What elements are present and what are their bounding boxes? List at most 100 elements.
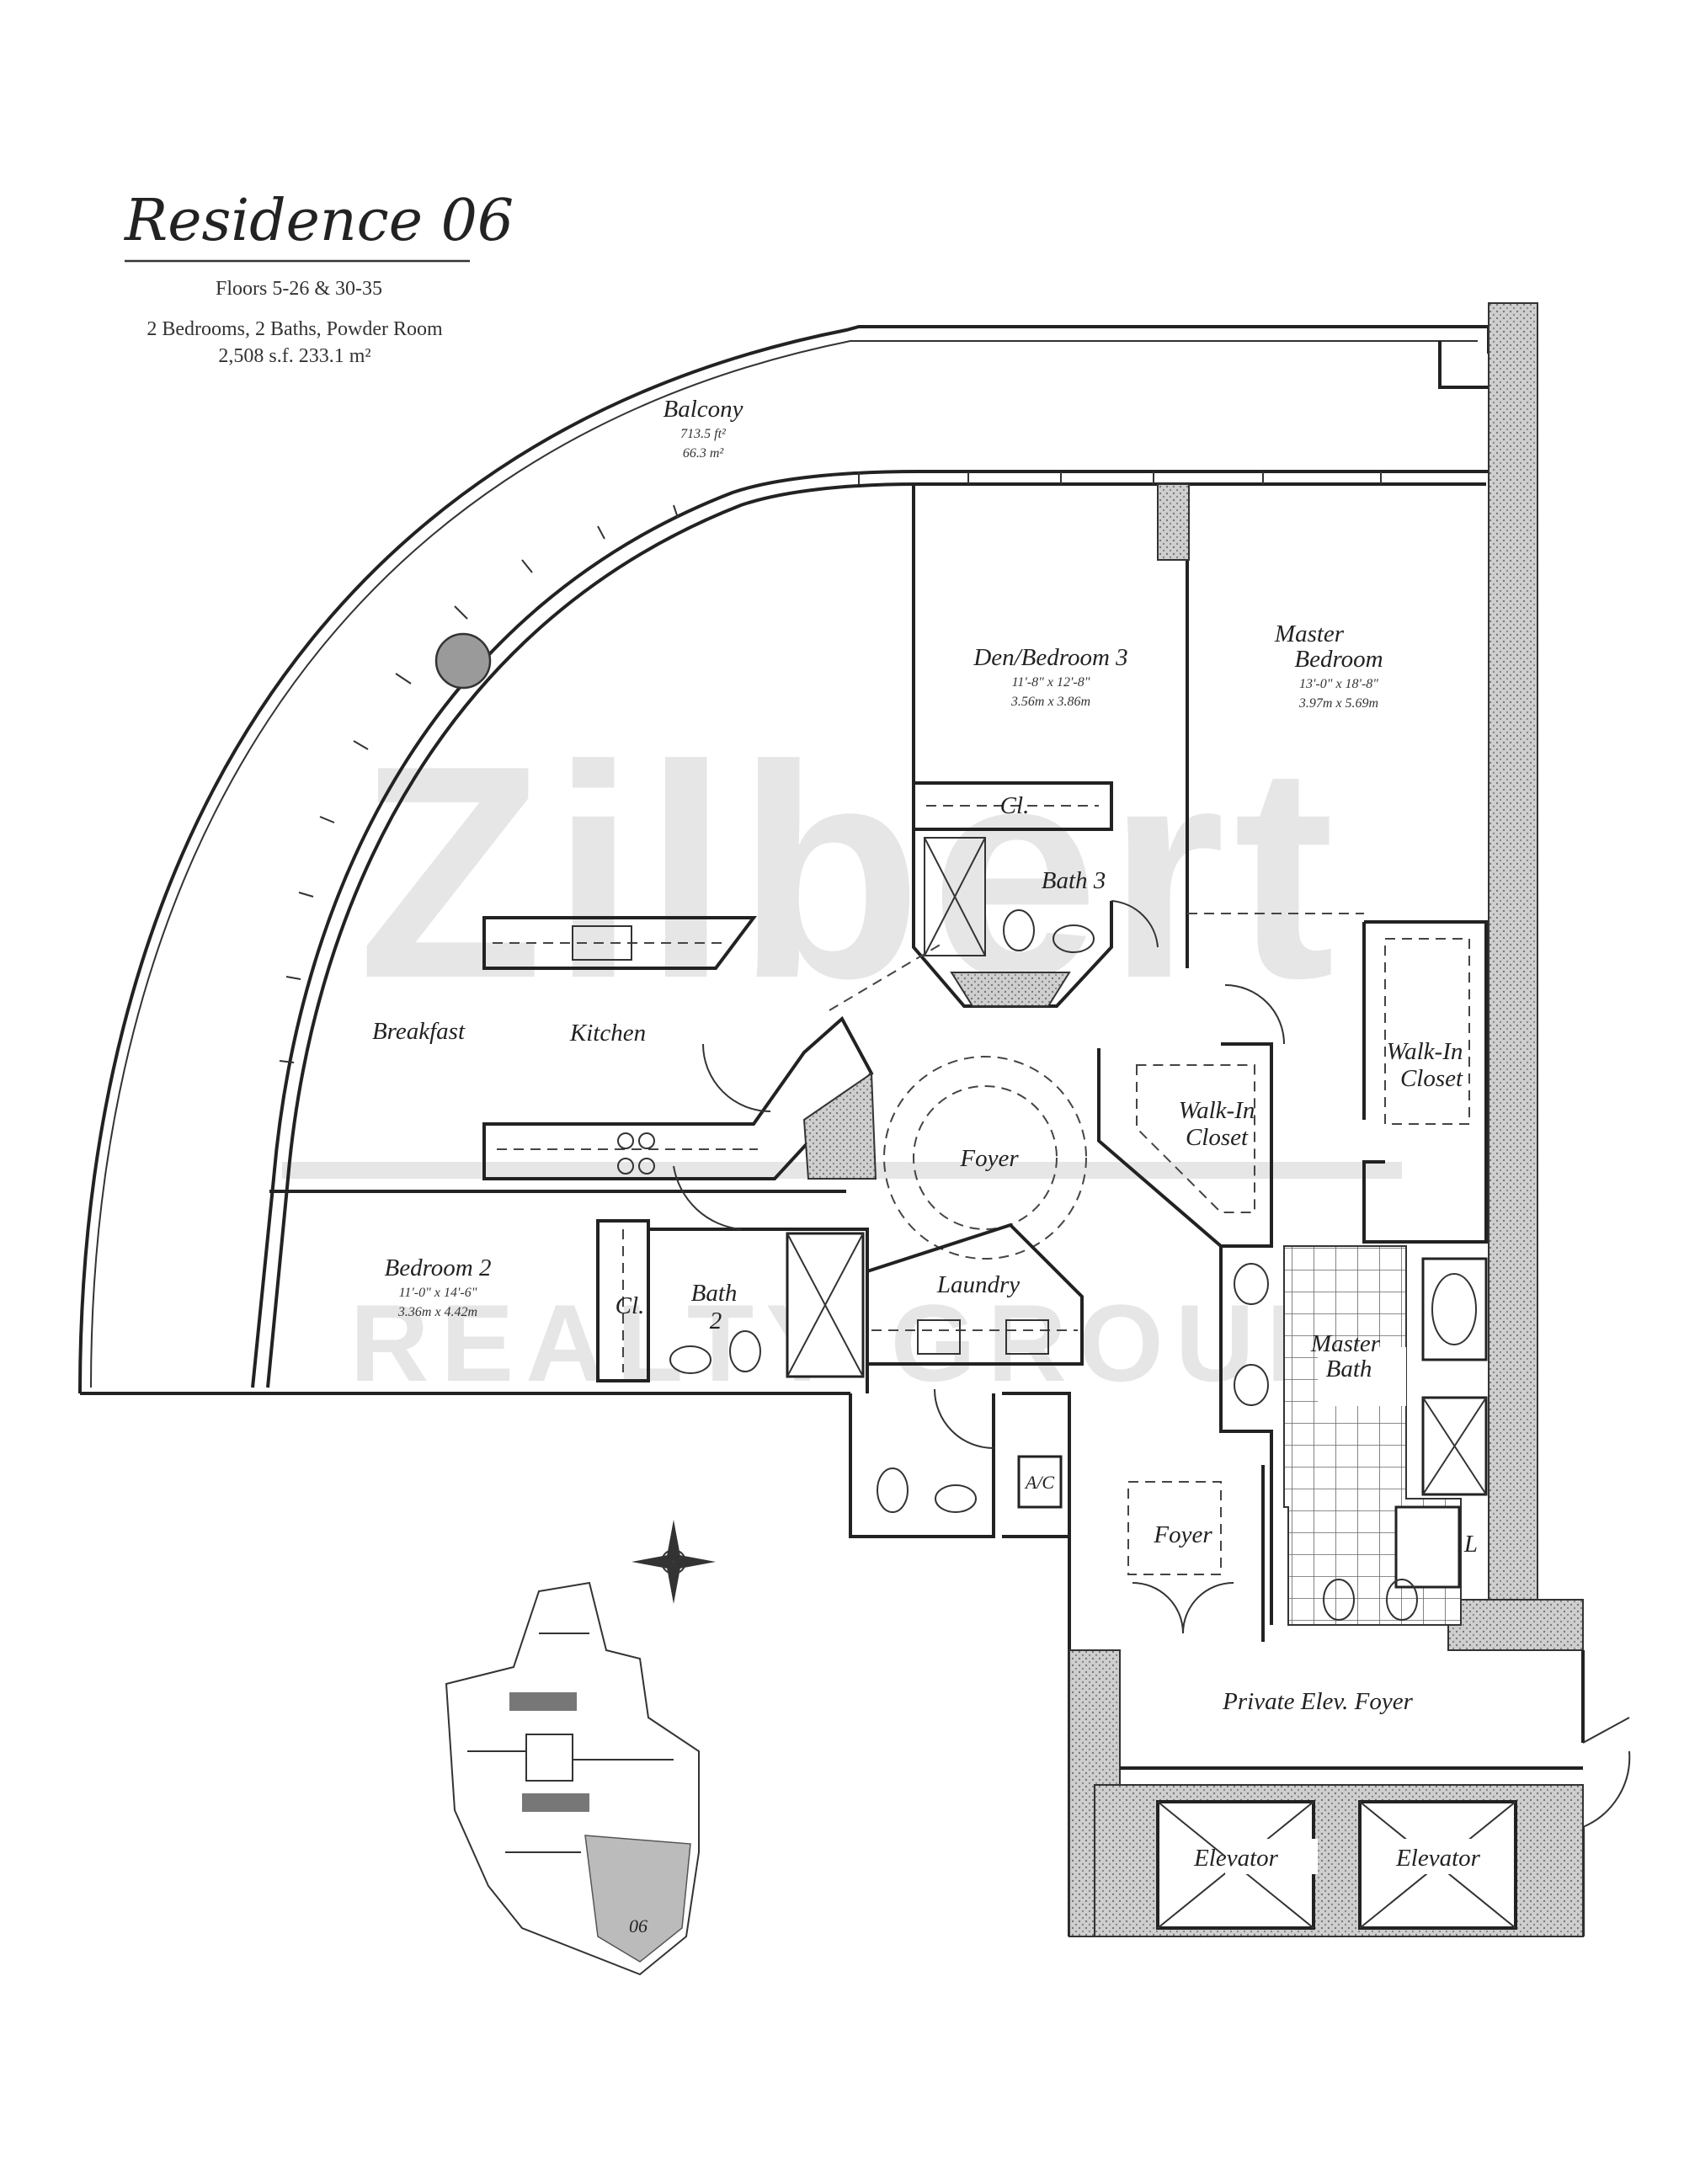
elevator-left-label-bg [1225,1839,1318,1874]
den-closet [914,781,1113,831]
walkin-2-shelf [1384,938,1470,1125]
master-door-swing [1224,984,1285,1045]
structural-column [434,632,492,690]
key-plan-partitions [467,1633,674,1853]
key-plan-band-2 [522,1793,589,1812]
bedroom2-label: Bedroom 2 [385,1254,492,1281]
elevator-right-label-bg [1389,1839,1490,1874]
kitchen-door-swing [702,1043,771,1112]
floors-text: Floors 5-26 & 30-35 [216,278,382,300]
window-wall-outer [266,482,1486,1388]
den-closet-label: Cl. [1000,792,1030,819]
ac-closet [1002,1392,1071,1538]
master-bath-label-1: Master [1310,1330,1381,1357]
key-plan-unit-label: 06 [629,1915,647,1936]
walkin-1-walls [1097,1042,1273,1248]
east-core-wall [1488,302,1538,1602]
elevator-left-label: Elevator [1193,1845,1279,1872]
master-bedroom-label-1: Master [1274,621,1345,647]
linen-label: L [1463,1531,1478,1558]
bath3-label: Bath 3 [1042,867,1106,894]
walkin-2-walls [1362,920,1488,1244]
bath3-door-swing [1111,900,1159,948]
bath2-walls [648,1228,869,1393]
area-text: 2,508 s.f. 233.1 m² [218,345,370,367]
bath2-shower-x [786,1233,864,1377]
walkin-1-label-1: Walk-In [1179,1097,1255,1124]
powder-door-swing [934,1388,994,1449]
north-arrow-icon [632,1520,716,1604]
title-block: Residence 06 Floors 5-26 & 30-35 2 Bedro… [123,188,514,367]
laundry: Laundry [866,1223,1084,1366]
key-plan-outline [445,1581,700,1976]
cooktop-burner-4 [638,1158,655,1175]
den-bedroom-3: Den/Bedroom 3 11'-8" x 12'-8" 3.56m x 3.… [912,483,1190,1008]
bath3-sink [1052,924,1095,953]
water-closet [1394,1505,1461,1589]
master-bath-label-bg [1318,1347,1406,1406]
den-dim-m: 3.56m x 3.86m [1010,695,1090,709]
master-bath-sink-2 [1234,1364,1269,1406]
walkin-2-label-1: Walk-In [1387,1038,1463,1065]
den-column [1157,483,1190,561]
kitchen-sink [572,925,632,961]
den-label: Den/Bedroom 3 [973,644,1127,671]
powder-room: A/C [849,1388,1071,1538]
bath2-toilet [729,1330,761,1372]
bedroom-2: Bedroom 2 11'-0" x 14'-6" 3.36m x 4.42m … [80,1165,869,1395]
master-bath-bidet [1386,1579,1418,1621]
key-plan-unit-highlight [584,1835,691,1963]
kitchen-chase [802,1072,877,1180]
master-bath: L Master Bath [1219,1245,1488,1626]
key-plan-band-1 [509,1692,577,1711]
core-wall-foot [1447,1599,1584,1651]
ac-unit [1017,1455,1063,1509]
balcony-return [1438,341,1489,389]
master-bedroom-dim-m: 3.97m x 5.69m [1298,696,1378,711]
entry-foyer-ceiling [1127,1481,1222,1575]
bedroom2-dim-ft: 11'-0" x 14'-6" [399,1286,477,1300]
balcony-dim-ft: 713.5 ft² [680,427,727,441]
powder-toilet [877,1468,909,1513]
breakfast-label: Breakfast [372,1018,466,1045]
walkin-1-shelf [1136,1064,1255,1213]
kitchen-dash-1 [829,942,944,1011]
den-chase [950,972,1071,1007]
key-plan-core [525,1734,573,1782]
den-dim-ft: 11'-8" x 12'-8" [1012,675,1090,690]
bath2-label-1: Bath [691,1280,738,1307]
elev-foyer-door [1582,1717,1631,1828]
elevators: Elevator Elevator [1094,1784,1584,1937]
bedroom2-closet [596,1219,650,1382]
entry-double-door [1132,1582,1234,1634]
balcony-rail-outer [78,325,1490,1394]
walkin-2-label-2: Closet [1400,1065,1463,1092]
foyer-main-label: Foyer [959,1145,1019,1172]
key-plan: 06 [445,1581,700,1976]
window-wall-inner [251,470,1495,1388]
powder-walls [849,1393,995,1538]
watermark-brand: Zilbert [358,703,1343,1041]
laundry-label: Laundry [936,1271,1020,1298]
balcony-rail-inner [90,340,1478,1388]
page-title: Residence 06 [123,188,514,254]
master-bath-toilet [1323,1579,1355,1621]
cooktop-burner-3 [617,1158,634,1175]
balcony-label: Balcony [663,396,743,423]
foyer-ceiling-outer [883,1056,1087,1260]
elevator-right-label: Elevator [1395,1845,1481,1872]
kitchen-island [482,916,757,970]
balcony-dim-m: 66.3 m² [683,446,725,461]
foyer-ceiling-inner [913,1085,1058,1230]
kitchen-area: Breakfast Kitchen [372,916,944,1180]
cooktop-burner-2 [638,1132,655,1149]
master-bath-sink-1 [1234,1263,1269,1305]
bathtub-basin [1431,1273,1477,1345]
bath2-sink [669,1345,711,1374]
powder-sink [935,1484,977,1513]
master-bath-west-wall [1219,1246,1273,1625]
master-bath-label-2: Bath [1326,1356,1372,1382]
bath3-shower-x [924,837,986,956]
